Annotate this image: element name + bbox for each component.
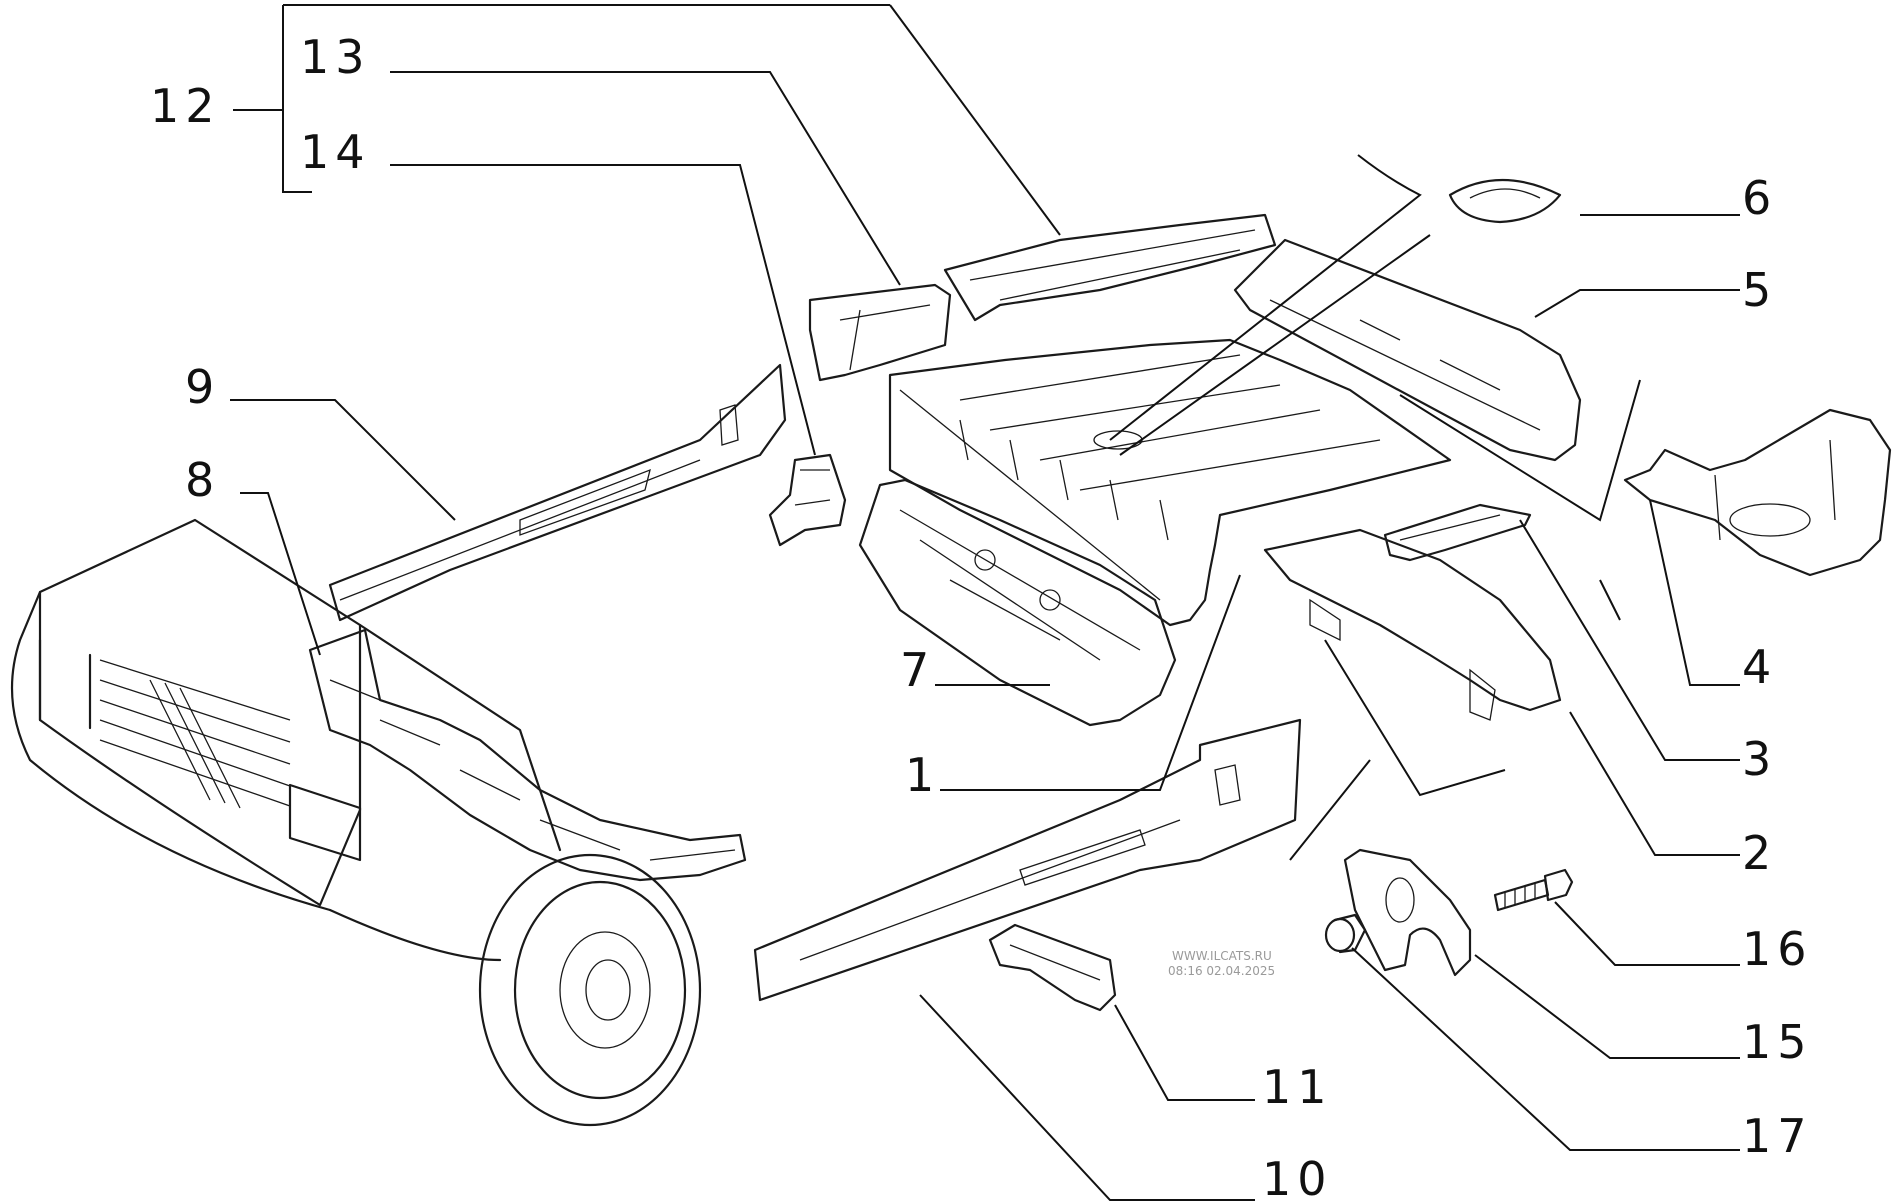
- part-7-seat-crossmember: [858, 478, 1177, 727]
- callout-10: 10: [1262, 1152, 1333, 1202]
- callout-11: 11: [1262, 1060, 1333, 1114]
- part-13-tunnel-piece: [808, 283, 952, 382]
- part-6-cover-plate: [1448, 179, 1562, 224]
- leader-3: [1519, 519, 1740, 761]
- callout-5: 5: [1742, 263, 1777, 317]
- leader-17: [1351, 947, 1740, 1151]
- leader-4: [1649, 499, 1740, 686]
- callout-14: 14: [300, 125, 371, 179]
- watermark-timestamp: 08:16 02.04.2025: [1168, 964, 1275, 978]
- callout-7: 7: [900, 643, 935, 697]
- part-9-side-sill: [328, 363, 787, 622]
- leader-5: [1534, 289, 1740, 318]
- callout-4: 4: [1742, 640, 1777, 694]
- leader-16: [1554, 901, 1740, 966]
- part-5-rear-crossmember: [1233, 238, 1582, 462]
- part-15-mount-bracket: [1343, 848, 1472, 977]
- part-8-front-crossmember: [308, 628, 747, 882]
- callout-labels: 13 12 14 9 8 7 1 6 5 4 3 2 16 15 17 11 1…: [150, 30, 1813, 1202]
- part-2-rear-rail: [1263, 528, 1562, 721]
- part-16-bolt: [1493, 868, 1574, 912]
- leader-1-frame: [1109, 154, 1431, 456]
- part-1-floor-pan: [888, 338, 1452, 627]
- callout-9: 9: [185, 360, 220, 414]
- callout-15: 15: [1742, 1015, 1813, 1069]
- callout-16: 16: [1742, 922, 1813, 976]
- part-11-support: [988, 923, 1117, 1012]
- callout-17: 17: [1742, 1109, 1813, 1163]
- leader-8: [240, 492, 321, 656]
- leader-lines: [230, 4, 1740, 1201]
- leader-12: [889, 4, 1061, 236]
- leader-1: [940, 574, 1241, 791]
- leader-9: [230, 399, 456, 521]
- leader-12-bracket: [233, 4, 890, 193]
- car-front-outline: [10, 518, 562, 962]
- part-14-bracket: [768, 453, 847, 547]
- part-12-tunnel-top: [943, 213, 1277, 322]
- callout-8: 8: [185, 453, 220, 507]
- leader-11: [1114, 1004, 1255, 1101]
- leader-2: [1569, 711, 1740, 856]
- watermark: WWW.ILCATS.RU 08:16 02.04.2025: [1168, 949, 1275, 978]
- leader-2-frame: [1289, 639, 1506, 861]
- watermark-site: WWW.ILCATS.RU: [1172, 949, 1272, 963]
- leader-15: [1474, 954, 1740, 1059]
- callout-2: 2: [1742, 826, 1777, 880]
- part-3-reinforcement: [1383, 503, 1532, 562]
- leader-13: [390, 71, 901, 286]
- leader-10: [919, 994, 1255, 1201]
- callout-1: 1: [905, 748, 940, 802]
- part-17-spacer: [1324, 913, 1367, 954]
- leader-14: [390, 164, 816, 456]
- callout-6: 6: [1742, 171, 1777, 225]
- part-10-side-sill: [753, 718, 1302, 1002]
- part-4-rear-bracket: [1623, 408, 1892, 577]
- callout-12: 12: [150, 79, 221, 133]
- callout-3: 3: [1742, 732, 1777, 786]
- front-wheel: [478, 853, 702, 1127]
- callout-13: 13: [300, 30, 371, 84]
- leader-5-frame: [1399, 379, 1641, 621]
